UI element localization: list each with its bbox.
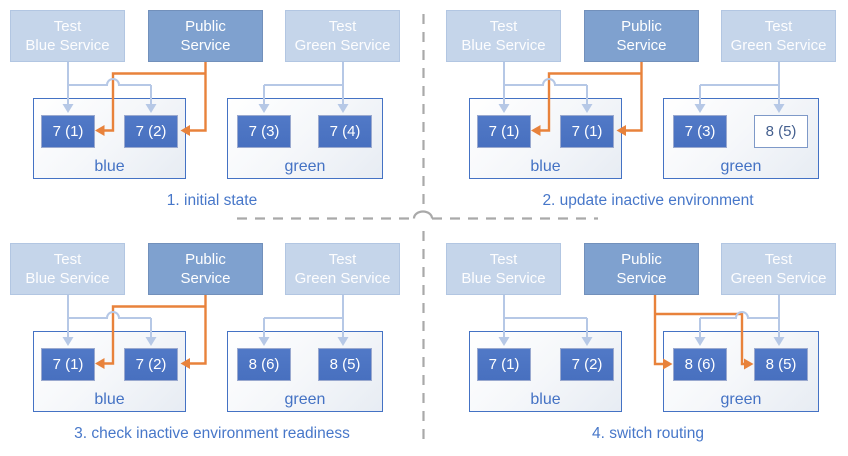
- panel-content: Test Blue Service Public Service Test Gr…: [436, 233, 848, 456]
- environment-green-label: green: [720, 391, 762, 408]
- service-label-line2: Blue Service: [25, 270, 110, 287]
- pod-blue-1: 7 (1): [41, 115, 95, 148]
- pod-blue-2: 7 (2): [124, 348, 178, 381]
- pod-blue-1: 7 (1): [477, 348, 531, 381]
- test-green-service-node: Test Green Service: [285, 243, 400, 295]
- panel-check-inactive-environment-readiness: Test Blue Service Public Service Test Gr…: [0, 228, 424, 456]
- pod-green-1: 7 (3): [673, 115, 727, 148]
- service-label-line1: Test: [764, 251, 793, 268]
- service-label-line1: Test: [489, 18, 518, 35]
- environment-blue-label: blue: [530, 158, 561, 175]
- environment-green-label: green: [284, 391, 326, 408]
- service-label-line2: Service: [180, 270, 231, 287]
- service-label-line1: Public: [621, 18, 662, 35]
- pod-blue-2: 7 (1): [560, 115, 614, 148]
- service-label-line2: Green Service: [294, 37, 391, 54]
- service-label-line1: Test: [328, 18, 357, 35]
- service-label-line2: Service: [616, 270, 667, 287]
- service-label-line2: Green Service: [730, 37, 827, 54]
- public-service-node: Public Service: [584, 10, 699, 62]
- pod-blue-1: 7 (1): [477, 115, 531, 148]
- service-label-line1: Test: [764, 18, 793, 35]
- service-label-line1: Public: [185, 18, 226, 35]
- panel-caption: 3. check inactive environment readiness: [74, 425, 350, 442]
- pod-green-2: 7 (4): [318, 115, 372, 148]
- service-label-line2: Green Service: [730, 270, 827, 287]
- pod-green-2: 8 (5): [754, 348, 808, 381]
- panel-content: Test Blue Service Public Service Test Gr…: [436, 0, 848, 228]
- service-label-line2: Blue Service: [461, 270, 546, 287]
- pod-blue-1: 7 (1): [41, 348, 95, 381]
- public-service-node: Public Service: [148, 10, 263, 62]
- environment-blue-label: blue: [530, 391, 561, 408]
- service-label-line1: Test: [53, 251, 82, 268]
- service-label-line1: Public: [185, 251, 226, 268]
- test-green-service-node: Test Green Service: [285, 10, 400, 62]
- pod-blue-2: 7 (2): [560, 348, 614, 381]
- service-label-line2: Green Service: [294, 270, 391, 287]
- service-label-line1: Public: [621, 251, 662, 268]
- test-blue-service-node: Test Blue Service: [10, 243, 125, 295]
- pod-green-1: 8 (6): [673, 348, 727, 381]
- environment-blue-label: blue: [94, 391, 125, 408]
- panel-caption: 2. update inactive environment: [542, 192, 754, 209]
- panel-content: Test Blue Service Public Service Test Gr…: [0, 0, 424, 228]
- pod-green-2: 8 (5): [754, 115, 808, 148]
- test-blue-service-node: Test Blue Service: [446, 10, 561, 62]
- test-blue-service-node: Test Blue Service: [10, 10, 125, 62]
- panel-caption: 4. switch routing: [592, 425, 704, 442]
- pod-blue-2: 7 (2): [124, 115, 178, 148]
- public-service-node: Public Service: [148, 243, 263, 295]
- service-label-line2: Service: [616, 37, 667, 54]
- service-label-line1: Test: [53, 18, 82, 35]
- test-green-service-node: Test Green Service: [721, 10, 836, 62]
- environment-blue-label: blue: [94, 158, 125, 175]
- public-service-node: Public Service: [584, 243, 699, 295]
- test-green-service-node: Test Green Service: [721, 243, 836, 295]
- panel-switch-routing: Test Blue Service Public Service Test Gr…: [424, 228, 848, 456]
- service-label-line2: Blue Service: [461, 37, 546, 54]
- pod-green-1: 7 (3): [237, 115, 291, 148]
- service-label-line1: Test: [489, 251, 518, 268]
- panel-caption: 1. initial state: [166, 192, 258, 209]
- pod-green-1: 8 (6): [237, 348, 291, 381]
- environment-green-label: green: [284, 158, 326, 175]
- service-label-line1: Test: [328, 251, 357, 268]
- panel-update-inactive-environment: Test Blue Service Public Service Test Gr…: [424, 0, 848, 228]
- service-label-line2: Blue Service: [25, 37, 110, 54]
- panel-initial-state: Test Blue Service Public Service Test Gr…: [0, 0, 424, 228]
- pod-green-2: 8 (5): [318, 348, 372, 381]
- service-label-line2: Service: [180, 37, 231, 54]
- test-blue-service-node: Test Blue Service: [446, 243, 561, 295]
- environment-green-label: green: [720, 158, 762, 175]
- panel-content: Test Blue Service Public Service Test Gr…: [0, 233, 424, 456]
